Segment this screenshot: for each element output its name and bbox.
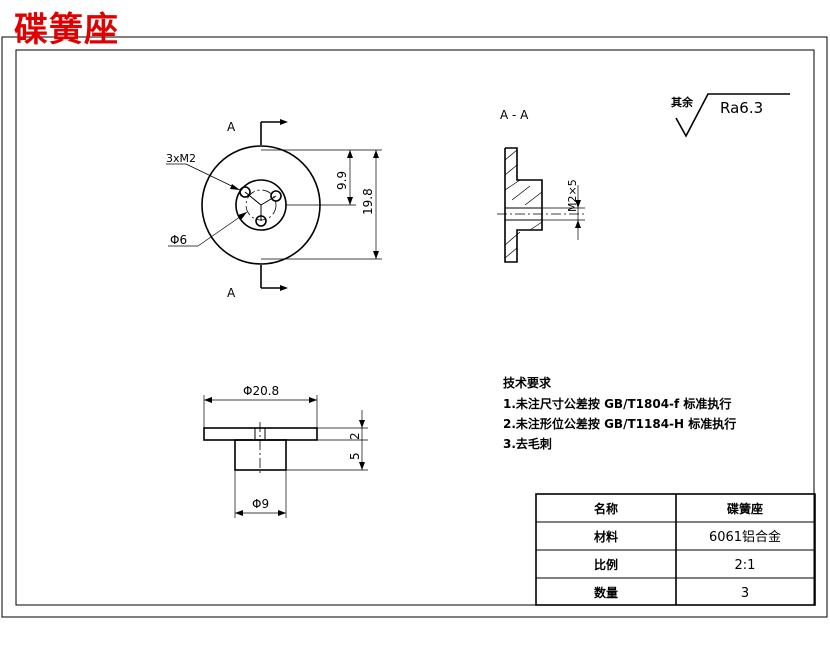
title-block: [535, 493, 816, 606]
roughness-value: Ra6.3: [720, 99, 763, 117]
tb-value-material: 6061铝合金: [709, 529, 781, 545]
tb-label-name: 名称: [594, 501, 618, 516]
tb-value-name: 碟簧座: [727, 501, 763, 516]
section-view: [497, 147, 585, 263]
dim-thread: M2×5: [566, 179, 579, 212]
dim-od: Φ20.8: [243, 384, 279, 398]
section-view-label: A - A: [500, 108, 529, 122]
hole-2: [270, 190, 282, 202]
dim-holes: 3xM2: [166, 152, 196, 165]
dim-flange-t: 2: [348, 432, 362, 440]
tech-item-2: 2.未注形位公差按 GB/T1184-H 标准执行: [503, 416, 736, 431]
dim-boss-h: 5: [348, 452, 362, 460]
tb-value-scale: 2:1: [735, 558, 756, 573]
dim-boss: Φ9: [252, 497, 269, 511]
front-view: [166, 119, 382, 291]
roughness-prefix: 其余: [671, 95, 694, 109]
inner-border: [15, 49, 815, 606]
dim-d-large: 19.8: [361, 188, 375, 215]
drawing-title: 碟簧座: [14, 10, 119, 50]
section-label-top: A: [227, 120, 236, 134]
tech-item-3: 3.去毛刺: [503, 436, 552, 451]
roughness-symbol: [675, 93, 790, 138]
side-view: [203, 395, 368, 518]
section-label-bottom: A: [227, 286, 236, 300]
tech-heading: 技术要求: [503, 375, 552, 390]
tb-label-scale: 比例: [594, 557, 618, 572]
dim-pcd: Φ6: [170, 233, 187, 247]
tb-label-qty: 数量: [594, 585, 618, 600]
tb-value-qty: 3: [741, 586, 749, 601]
tech-item-1: 1.未注尺寸公差按 GB/T1804-f 标准执行: [503, 396, 731, 411]
outer-border: [1, 36, 828, 618]
dim-d-small: 9.9: [335, 171, 349, 190]
hole-1: [239, 186, 251, 198]
tb-label-material: 材料: [593, 529, 618, 544]
